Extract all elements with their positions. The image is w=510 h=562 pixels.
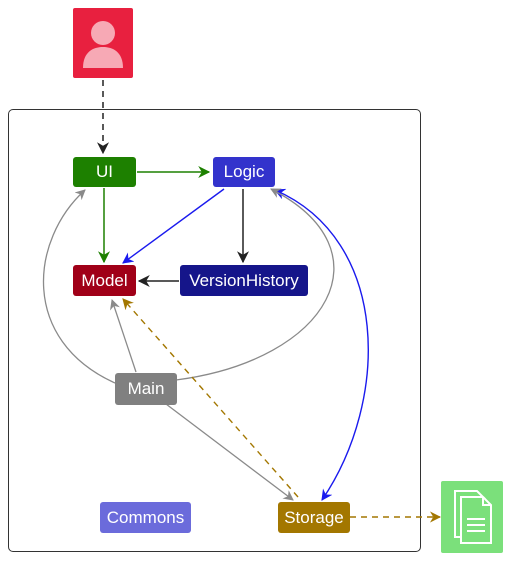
edge-logic-storage: [273, 188, 369, 501]
ui-component: UI: [73, 157, 136, 187]
versionhistory-component: VersionHistory: [180, 265, 308, 296]
user-icon: [73, 8, 133, 78]
edge-main-to-ui: [42, 189, 116, 384]
file-document-icon: [441, 481, 503, 553]
edge-main-to-storage: [165, 403, 294, 501]
edge-logic-to-model: [122, 188, 225, 264]
model-component: Model: [73, 265, 136, 296]
storage-component: Storage: [278, 502, 350, 533]
edge-main-to-model: [110, 299, 137, 373]
main-component: Main: [115, 373, 177, 405]
edge-main-to-logic: [175, 188, 335, 381]
architecture-boundary: [8, 109, 421, 552]
edge-storage-to-model: [122, 298, 299, 498]
logic-component: Logic: [213, 157, 275, 187]
commons-component: Commons: [100, 502, 191, 533]
